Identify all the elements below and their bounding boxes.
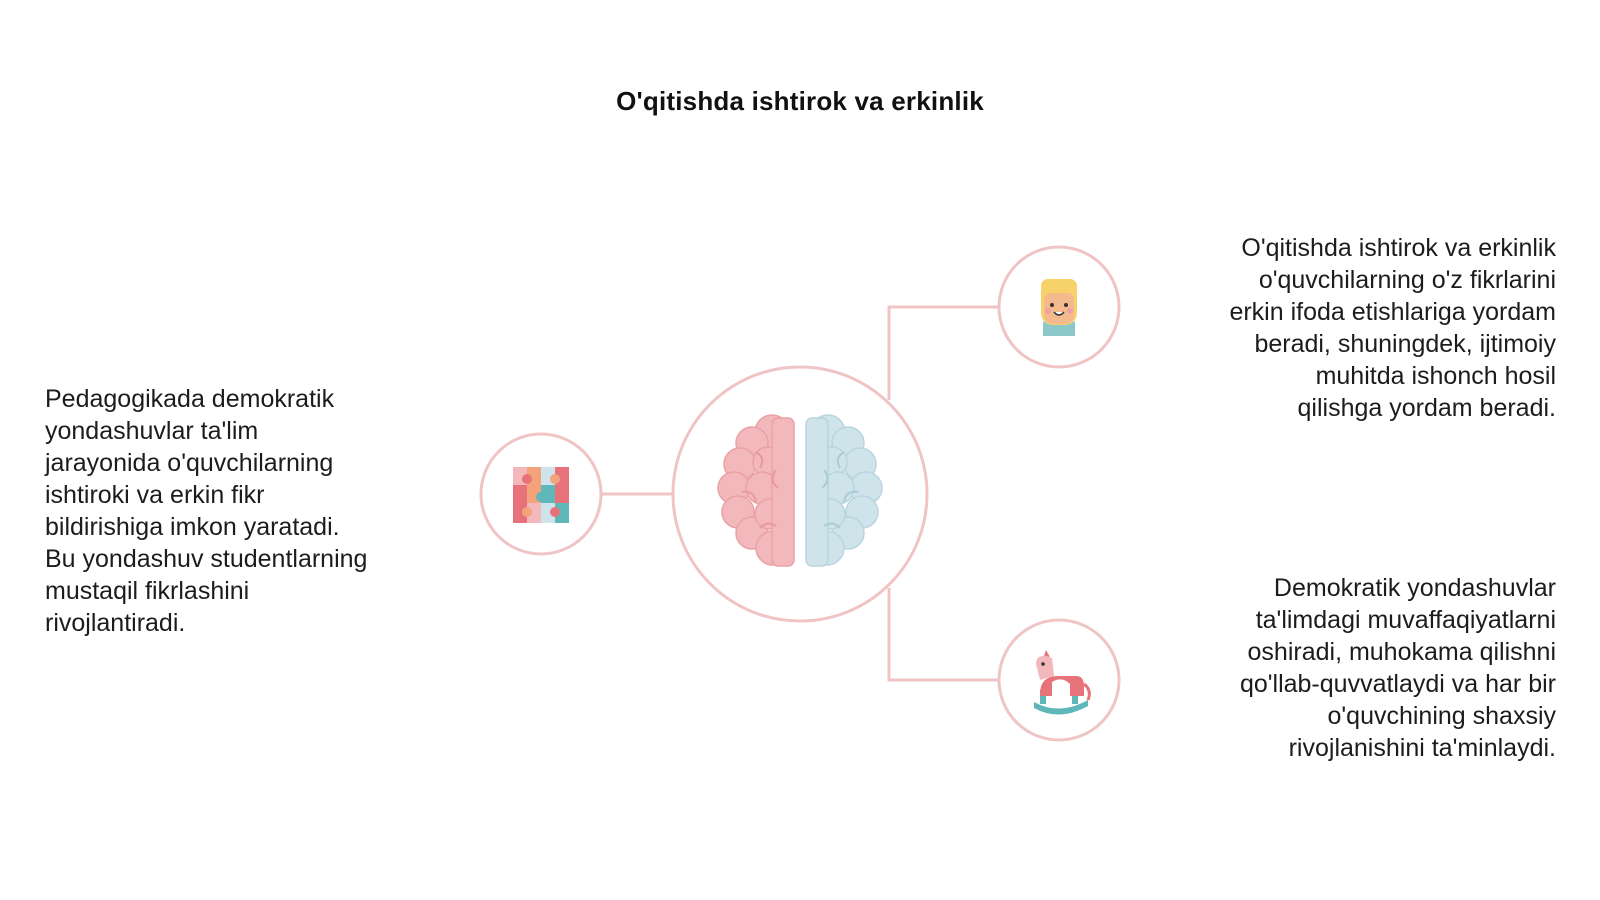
rocking-horse-icon bbox=[1034, 650, 1091, 715]
connector-bottom-right bbox=[887, 588, 998, 682]
text-bottom-right-description: Demokratik yondashuvlar ta'limdagi muvaf… bbox=[1239, 574, 1556, 762]
text-top-right-description: O'qitishda ishtirok va erkinlik o'quvchi… bbox=[1229, 234, 1556, 422]
child-face-icon bbox=[1041, 279, 1077, 336]
brain-icon bbox=[717, 414, 883, 567]
text-left-description: Pedagogikada demokratik yondashuvlar ta'… bbox=[45, 385, 368, 637]
puzzle-icon bbox=[513, 467, 569, 523]
node-bottom-right bbox=[997, 618, 1121, 742]
connector-top-right bbox=[887, 305, 998, 400]
node-left bbox=[479, 432, 603, 556]
connectors bbox=[602, 305, 998, 682]
slide-title: O'qitishda ishtirok va erkinlik bbox=[616, 86, 984, 116]
node-top-right bbox=[997, 245, 1121, 369]
